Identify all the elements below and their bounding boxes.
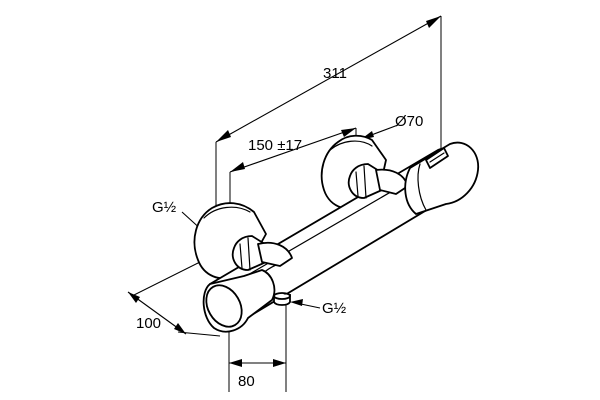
leader-outlet-thread: G½ [290,299,347,317]
wall-distance-label: 100 [136,315,161,332]
dimension-rosette-diameter: Ø70 [360,113,423,140]
outlet-thread-label: G½ [322,300,347,317]
dimension-overall-length: 311 [215,15,442,268]
rosette-diameter-label: Ø70 [395,113,423,130]
centre-distance-label: 150 ±17 [248,137,302,154]
inlet-thread-label: G½ [152,199,177,216]
connector-nut-right [347,163,409,199]
dimension-centre-distance: 150 ±17 [229,127,357,236]
flow-control-handle [202,269,276,333]
dimension-wall-distance: 100 [127,261,221,337]
dimension-outlet-offset: 80 [228,300,287,392]
overall-length-label: 311 [323,65,347,82]
temperature-handle [404,141,479,215]
outlet-spigot [273,292,291,306]
outlet-offset-label: 80 [238,373,255,390]
connector-nut-left [231,235,293,271]
